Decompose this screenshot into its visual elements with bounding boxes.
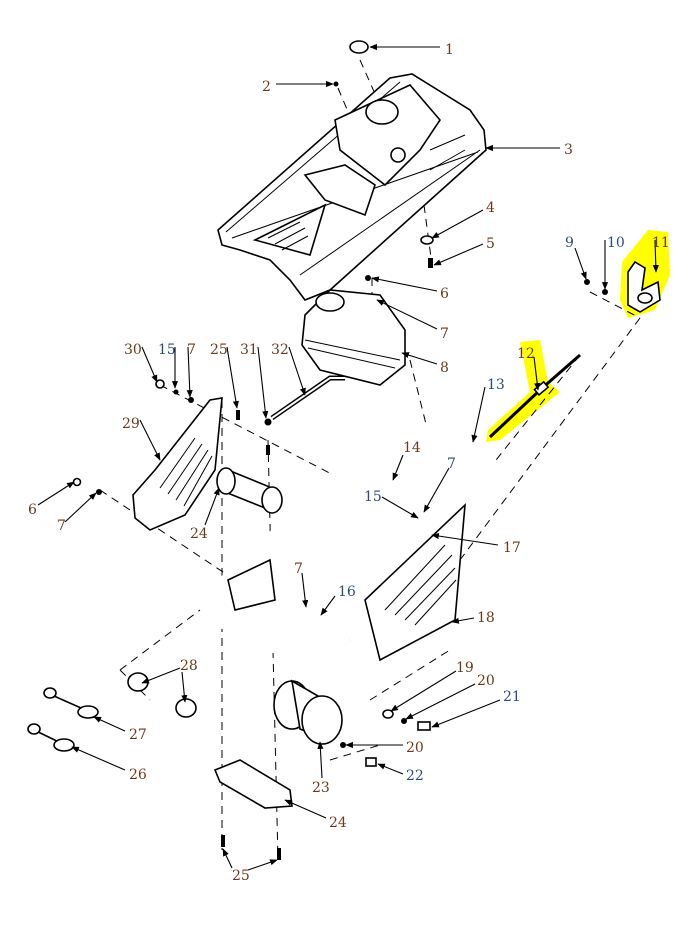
part-frame	[197, 412, 508, 668]
part-clamp	[213, 759, 293, 809]
callout-21: 21	[503, 689, 521, 705]
callout-16: 16	[338, 584, 356, 600]
callout-6: 6	[440, 286, 449, 302]
callout-3: 3	[564, 142, 573, 158]
callout-24: 24	[329, 815, 347, 831]
callout-27: 27	[129, 727, 147, 743]
callout-20: 20	[477, 673, 495, 689]
callout-29: 29	[122, 416, 140, 432]
callout-11: 11	[652, 235, 670, 251]
part-fuel-tank	[301, 289, 406, 386]
callout-15b: 15	[158, 342, 176, 358]
callout-7e: 7	[57, 518, 66, 534]
callout-7d: 7	[187, 342, 196, 358]
part-wrenches	[27, 672, 197, 752]
part-tank-cover	[217, 73, 487, 301]
callout-31: 31	[240, 342, 258, 358]
callout-22: 22	[406, 768, 424, 784]
callout-28: 28	[180, 658, 198, 674]
callout-12: 12	[517, 346, 535, 362]
callout-6b: 6	[28, 502, 37, 518]
part-fuel-hose	[270, 375, 345, 421]
callout-7c: 7	[294, 561, 303, 577]
callout-5: 5	[486, 236, 495, 252]
callout-26: 26	[129, 767, 147, 783]
part-seal-ring	[349, 40, 369, 54]
callout-25: 25	[232, 868, 250, 884]
part-side-guard	[132, 397, 223, 531]
callout-17: 17	[503, 540, 521, 556]
callout-32: 32	[271, 342, 289, 358]
callout-14: 14	[403, 440, 421, 456]
callout-2: 2	[262, 79, 271, 95]
callout-18: 18	[477, 610, 495, 626]
callout-24b: 24	[190, 526, 208, 542]
callout-8: 8	[440, 360, 449, 376]
callout-25b: 25	[210, 342, 228, 358]
callout-13: 13	[487, 377, 505, 393]
highlight-part-12	[486, 340, 560, 442]
part-axle	[216, 467, 283, 514]
callout-7: 7	[440, 326, 449, 342]
callout-20b: 20	[406, 740, 424, 756]
callout-7b: 7	[447, 456, 456, 472]
callout-15: 15	[364, 489, 382, 505]
callout-10: 10	[607, 235, 625, 251]
callout-23: 23	[312, 780, 330, 796]
callout-4: 4	[486, 200, 495, 216]
part-throttle-lever	[627, 260, 661, 313]
part-rubber-mount	[273, 679, 343, 745]
callout-9: 9	[565, 235, 574, 251]
callout-19: 19	[456, 660, 474, 676]
callout-labels: 1 2 3 4 5 6 7 8 9 10 11 12 13 14 15 7 17…	[28, 42, 670, 884]
leader-lines	[37, 43, 659, 871]
callout-1: 1	[445, 42, 454, 58]
callout-30: 30	[124, 342, 142, 358]
